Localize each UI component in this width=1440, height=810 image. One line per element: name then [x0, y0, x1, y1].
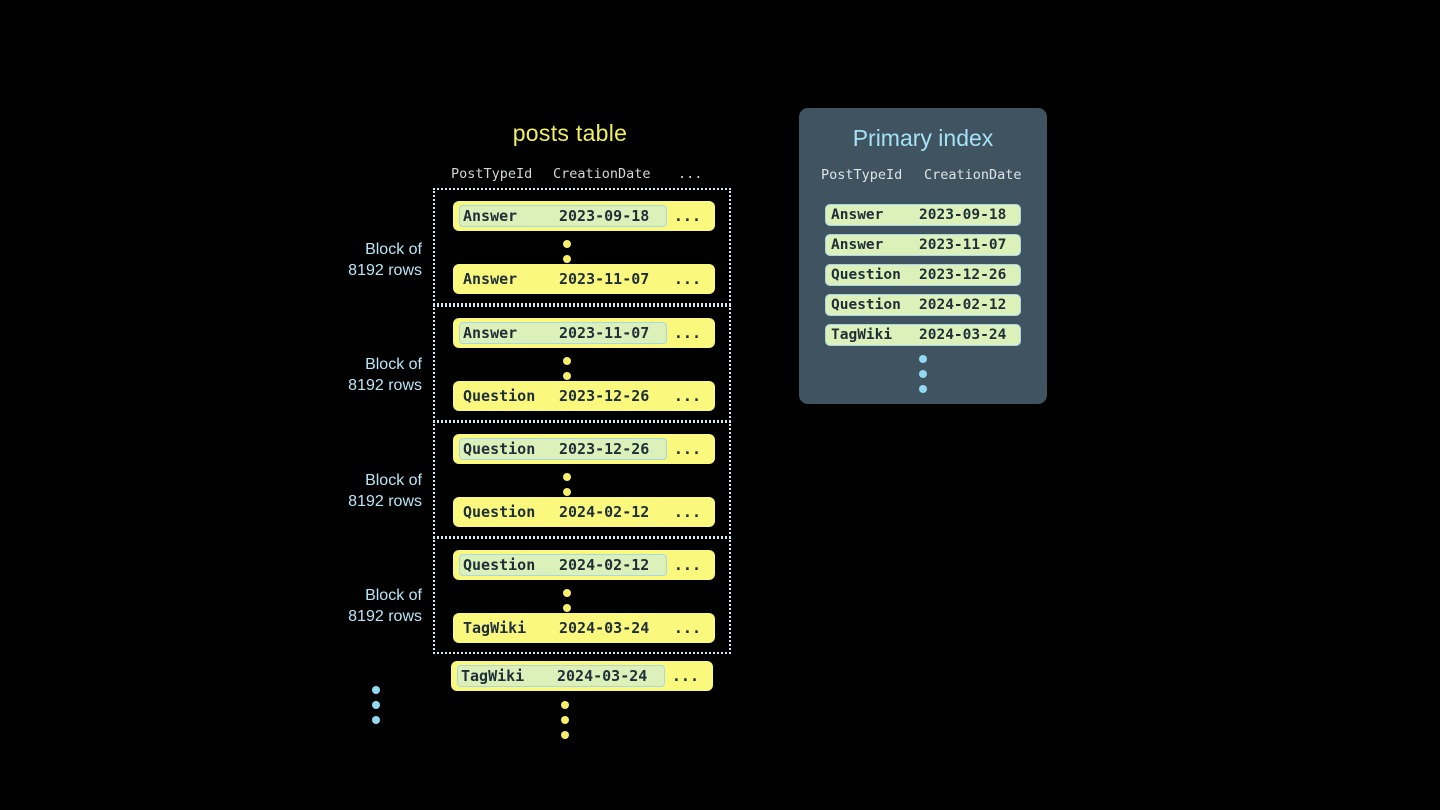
cell-posttypeid: Question	[463, 387, 536, 405]
dot	[372, 686, 380, 694]
column-header-creationdate: CreationDate	[924, 167, 1022, 183]
cell-more: ...	[673, 270, 701, 288]
block-4: Question 2024-02-12 ... TagWiki 2024-03-…	[433, 537, 731, 654]
block-2: Answer 2023-11-07 ... Question 2023-12-2…	[433, 305, 731, 422]
cell-creationdate: 2023-12-26	[559, 440, 650, 458]
row-highlight-box: Question 2023-12-26	[459, 438, 667, 460]
table-row: Answer 2023-11-07 ...	[453, 318, 715, 348]
row-cells: Question 2023-12-26	[459, 385, 667, 407]
cell-more: ...	[673, 556, 701, 574]
posts-table-column-headers: PostTypeId CreationDate ...	[433, 166, 731, 184]
cell-posttypeid: TagWiki	[461, 667, 525, 685]
primary-index-column-headers: PostTypeId CreationDate	[799, 167, 1047, 185]
column-header-posttypeid: PostTypeId	[821, 167, 903, 183]
block-label-3: Block of 8192 rows	[348, 472, 422, 510]
cell-posttypeid: Answer	[463, 207, 518, 225]
row-highlight-box: Answer 2023-09-18	[459, 205, 667, 227]
dot	[563, 357, 571, 365]
block-3: Question 2023-12-26 ... Question 2024-02…	[433, 421, 731, 538]
cell-more: ...	[673, 619, 701, 637]
dot	[919, 385, 927, 393]
dot	[563, 488, 571, 496]
row-cells: Answer 2023-11-07	[459, 268, 667, 290]
cell-posttypeid: Question	[831, 267, 901, 283]
column-header-creationdate: CreationDate	[553, 166, 651, 182]
block-label-1: Block of 8192 rows	[348, 241, 422, 279]
cell-creationdate: 2024-02-12	[559, 556, 650, 574]
dot	[919, 370, 927, 378]
table-row-trailing: TagWiki 2024-03-24 ...	[451, 661, 713, 691]
cell-creationdate: 2024-03-24	[919, 327, 1007, 343]
block-1: Answer 2023-09-18 ... Answer 2023-11-07 …	[433, 188, 731, 305]
table-row: TagWiki 2024-03-24 ...	[453, 613, 715, 643]
column-header-posttypeid: PostTypeId	[451, 166, 533, 182]
row-highlight-box: Answer 2023-11-07	[459, 322, 667, 344]
cell-more: ...	[673, 387, 701, 405]
posts-table-title: posts table	[512, 120, 628, 146]
cell-posttypeid: Question	[463, 503, 536, 521]
index-row: TagWiki 2024-03-24	[825, 324, 1021, 346]
cell-more: ...	[673, 503, 701, 521]
cell-creationdate: 2024-03-24	[557, 667, 648, 685]
cell-posttypeid: Answer	[463, 270, 518, 288]
table-continuation-dots	[560, 701, 570, 739]
dot	[563, 372, 571, 380]
table-row: Answer 2023-09-18 ...	[453, 201, 715, 231]
cell-creationdate: 2023-09-18	[919, 207, 1007, 223]
table-row: Question 2023-12-26 ...	[453, 434, 715, 464]
cell-posttypeid: Answer	[831, 207, 884, 223]
row-cells: Question 2024-02-12	[459, 501, 667, 523]
dot	[372, 716, 380, 724]
cell-creationdate: 2023-11-07	[559, 270, 650, 288]
row-highlight-box: Question 2024-02-12	[459, 554, 667, 576]
block-continuation-dots	[371, 686, 381, 724]
index-row: Question 2024-02-12	[825, 294, 1021, 316]
table-row: Question 2023-12-26 ...	[453, 381, 715, 411]
block-label-4: Block of 8192 rows	[348, 587, 422, 625]
table-row: Question 2024-02-12 ...	[453, 550, 715, 580]
cell-posttypeid: Question	[831, 297, 901, 313]
index-row: Answer 2023-09-18	[825, 204, 1021, 226]
cell-more: ...	[671, 667, 699, 685]
cell-more: ...	[673, 440, 701, 458]
cell-creationdate: 2023-12-26	[919, 267, 1007, 283]
dot	[561, 701, 569, 709]
primary-index-title: Primary index	[852, 125, 994, 151]
dot	[563, 473, 571, 481]
cell-posttypeid: TagWiki	[831, 327, 893, 343]
cell-more: ...	[673, 207, 701, 225]
dot	[563, 255, 571, 263]
table-row: Answer 2023-11-07 ...	[453, 264, 715, 294]
cell-posttypeid: Answer	[831, 237, 884, 253]
cell-posttypeid: Question	[463, 440, 536, 458]
dot	[563, 589, 571, 597]
cell-posttypeid: Question	[463, 556, 536, 574]
index-continuation-dots	[918, 355, 928, 393]
column-header-more: ...	[678, 166, 703, 182]
cell-creationdate: 2023-11-07	[559, 324, 650, 342]
dot	[372, 701, 380, 709]
primary-index-panel: Primary index PostTypeId CreationDate An…	[799, 108, 1047, 404]
cell-creationdate: 2023-11-07	[919, 237, 1007, 253]
cell-creationdate: 2024-03-24	[559, 619, 650, 637]
cell-posttypeid: TagWiki	[463, 619, 527, 637]
dot	[561, 716, 569, 724]
row-highlight-box: TagWiki 2024-03-24	[457, 665, 665, 687]
cell-more: ...	[673, 324, 701, 342]
dot	[919, 355, 927, 363]
block-label-2: Block of 8192 rows	[348, 356, 422, 394]
cell-creationdate: 2023-09-18	[559, 207, 650, 225]
index-row: Answer 2023-11-07	[825, 234, 1021, 256]
table-row: Question 2024-02-12 ...	[453, 497, 715, 527]
cell-posttypeid: Answer	[463, 324, 518, 342]
index-row: Question 2023-12-26	[825, 264, 1021, 286]
cell-creationdate: 2024-02-12	[559, 503, 650, 521]
dot	[563, 240, 571, 248]
cell-creationdate: 2024-02-12	[919, 297, 1007, 313]
row-cells: TagWiki 2024-03-24	[459, 617, 667, 639]
dot	[563, 604, 571, 612]
dot	[561, 731, 569, 739]
cell-creationdate: 2023-12-26	[559, 387, 650, 405]
